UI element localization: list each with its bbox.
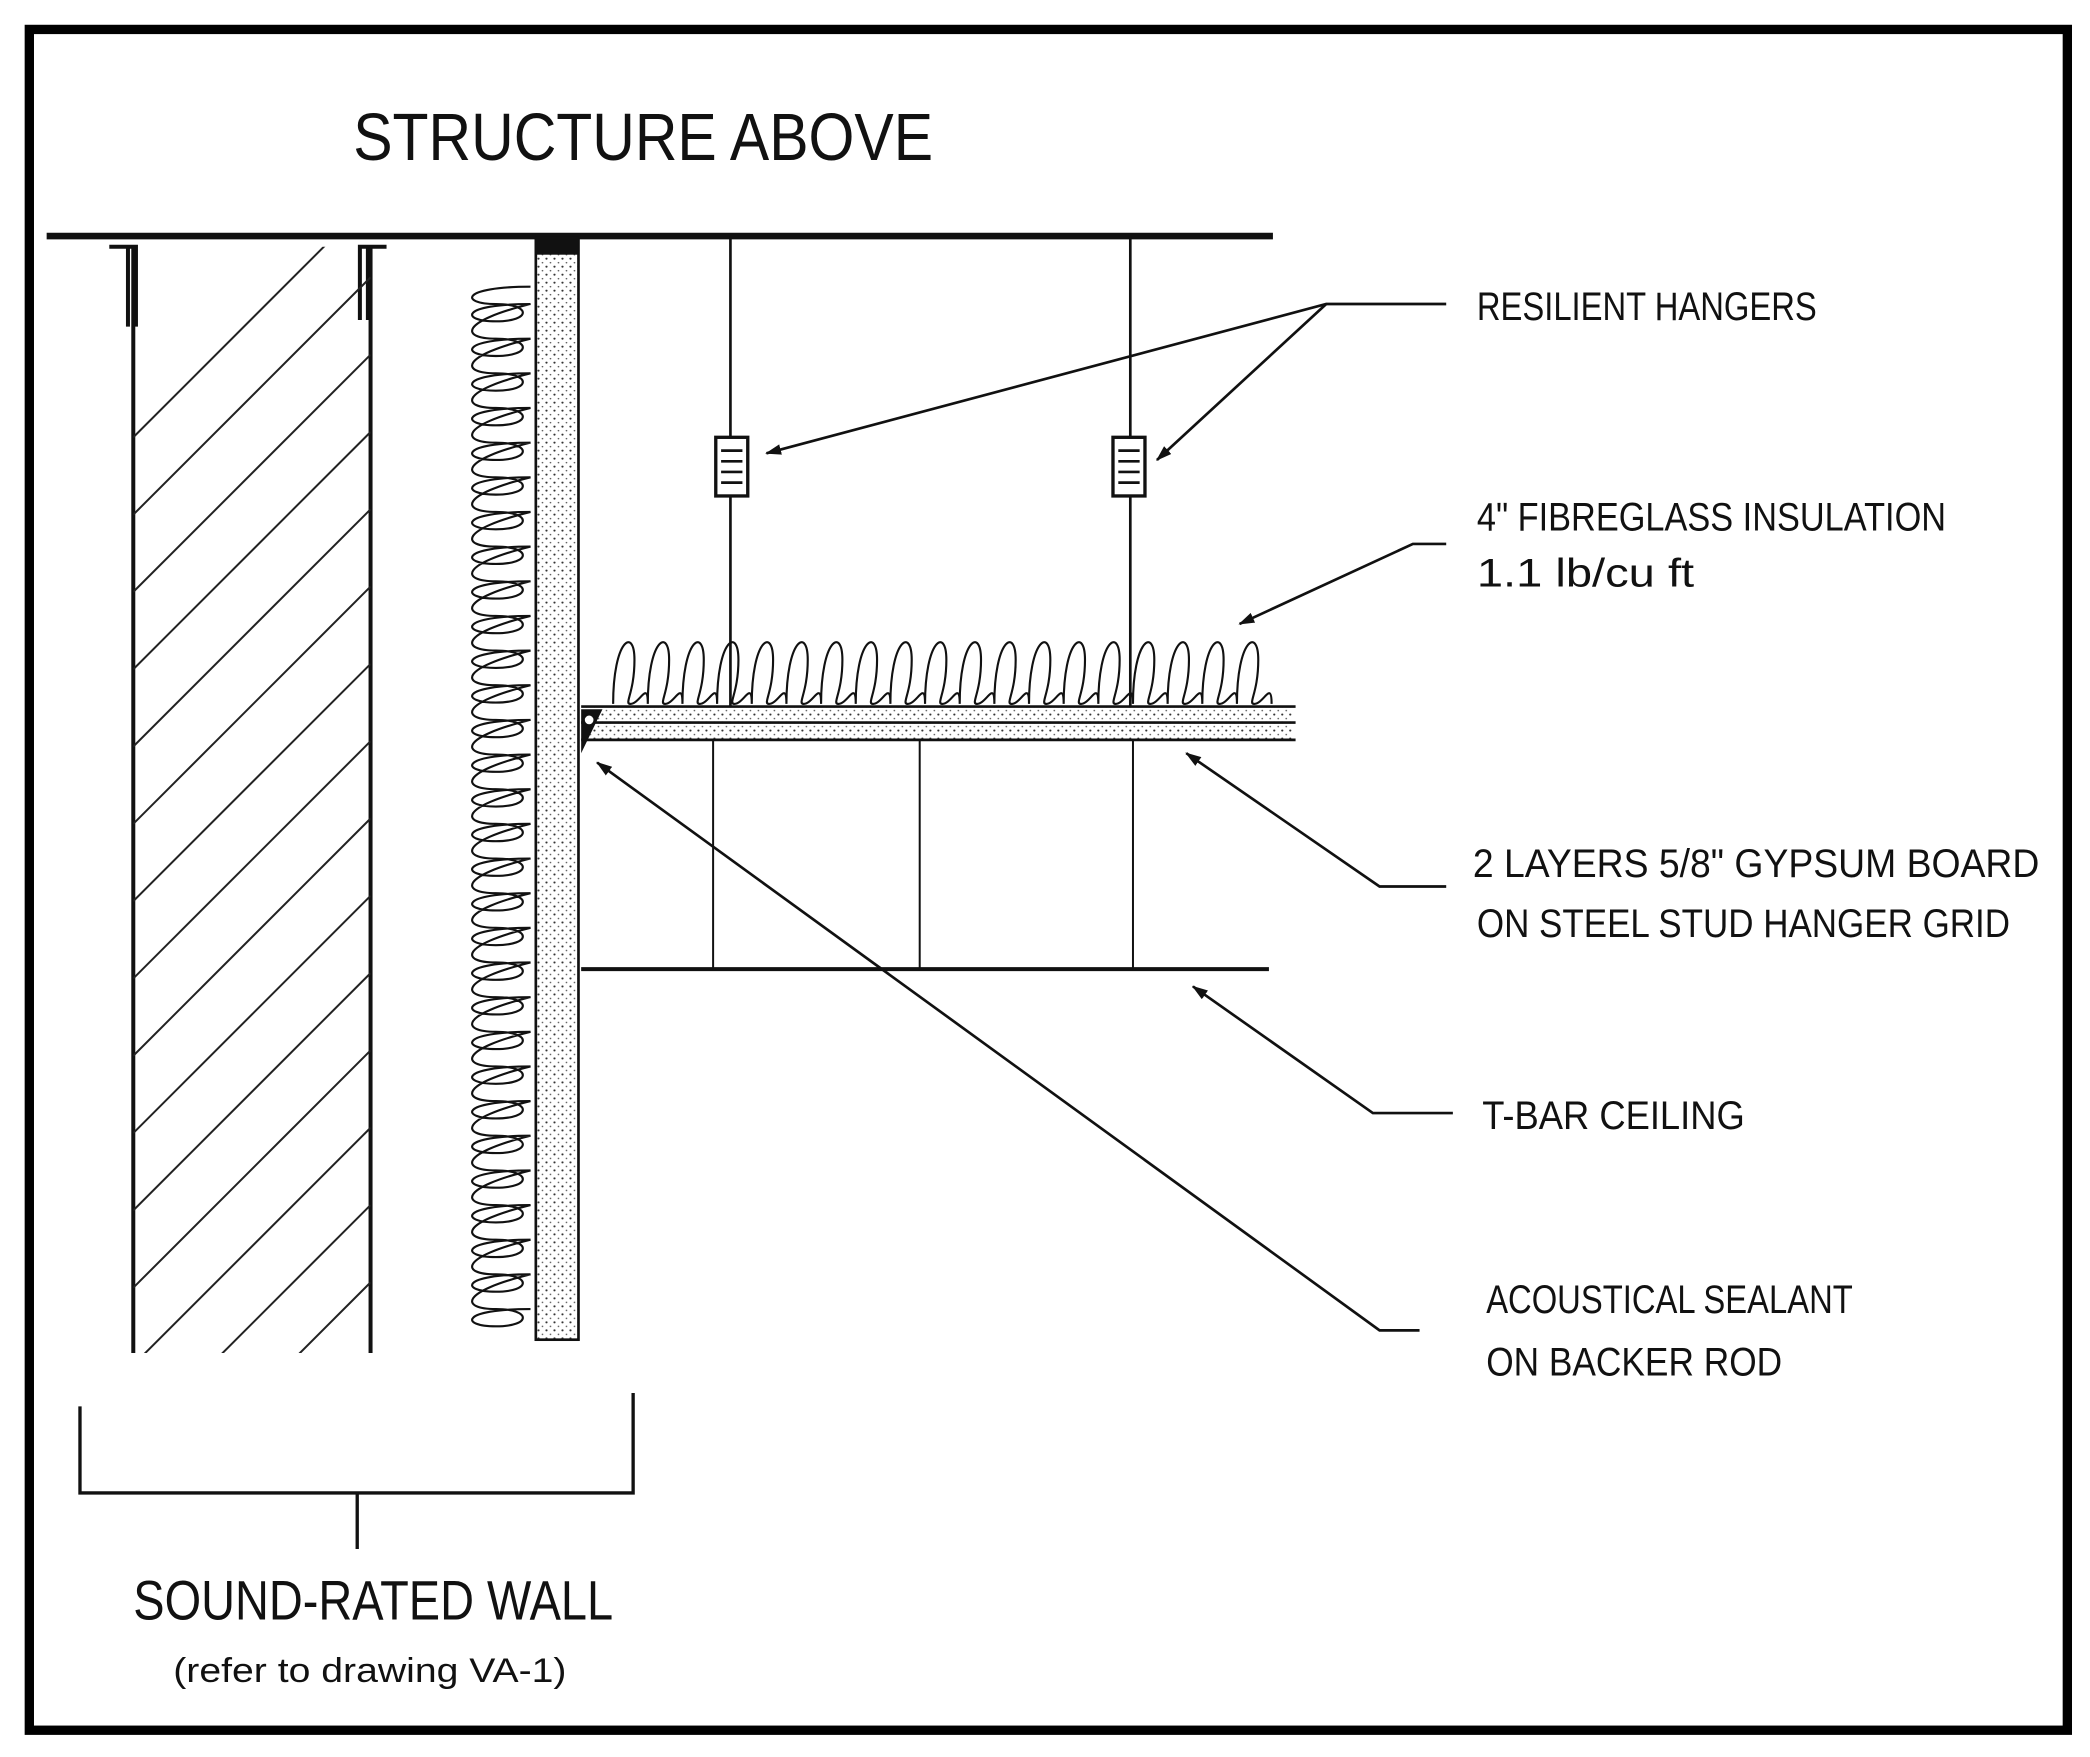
leader-resilient-hanger-right (1155, 303, 1328, 461)
hatch-line (221, 1204, 371, 1354)
resilient-hanger-left (714, 236, 750, 707)
leader-resilient-hanger-left (765, 302, 1447, 455)
hatch-line (133, 276, 371, 516)
hatch-line (133, 585, 371, 825)
label-sealant-line2: ON BACKER ROD (1486, 1341, 1782, 1385)
hatch-line (133, 1514, 370, 1751)
hatch-line (133, 895, 371, 1134)
label-insulation-line2: 1.1 lb/cu ft (1477, 552, 1694, 596)
wall-gypsum-strip (534, 238, 580, 1342)
resilient-hanger-right (1111, 236, 1147, 707)
ceiling-insulation (612, 641, 1273, 705)
label-sound-rated-wall: SOUND-RATED WALL (133, 1569, 613, 1632)
hatch-line (133, 972, 371, 1212)
drawing-border (24, 24, 2073, 1735)
hatch-line (298, 1281, 371, 1354)
label-gypsum-line2: ON STEEL STUD HANGER GRID (1477, 902, 2010, 946)
leader-sealant (596, 761, 1420, 1332)
hatch-line (133, 431, 371, 670)
hanger-grid (712, 739, 1134, 970)
label-resilient-hangers: RESILIENT HANGERS (1477, 285, 1817, 329)
leader-insulation (1238, 542, 1447, 626)
label-wall-reference: (refer to drawing VA-1) (173, 1652, 566, 1690)
wall-insulation (471, 285, 531, 1328)
hatch-line (133, 1360, 370, 1597)
label-tbar-ceiling: T-BAR CEILING (1482, 1094, 1745, 1138)
sound-rated-wall (109, 244, 387, 1751)
title-structure-above: STRUCTURE ABOVE (353, 101, 933, 175)
top-track (535, 236, 579, 255)
hatch-line (133, 663, 371, 902)
gypsum-ceiling-board (581, 705, 1296, 754)
hatch-line (133, 740, 371, 980)
wall-dimension-bracket (78, 1393, 635, 1549)
hatch-line (143, 1127, 371, 1354)
label-gypsum-line1: 2 LAYERS 5/8" GYPSUM BOARD (1473, 842, 2039, 886)
hatch-line (133, 817, 371, 1057)
hatch-line (133, 508, 371, 748)
hatch-line (133, 1437, 370, 1674)
hatch-line (133, 1049, 371, 1289)
hatch-line (133, 246, 326, 439)
leader-tbar (1191, 985, 1453, 1115)
leader-gypsum (1185, 752, 1447, 888)
hatch-line (133, 353, 371, 593)
label-insulation-line1: 4" FIBREGLASS INSULATION (1477, 496, 1946, 540)
label-sealant-line1: ACOUSTICAL SEALANT (1486, 1278, 1853, 1322)
